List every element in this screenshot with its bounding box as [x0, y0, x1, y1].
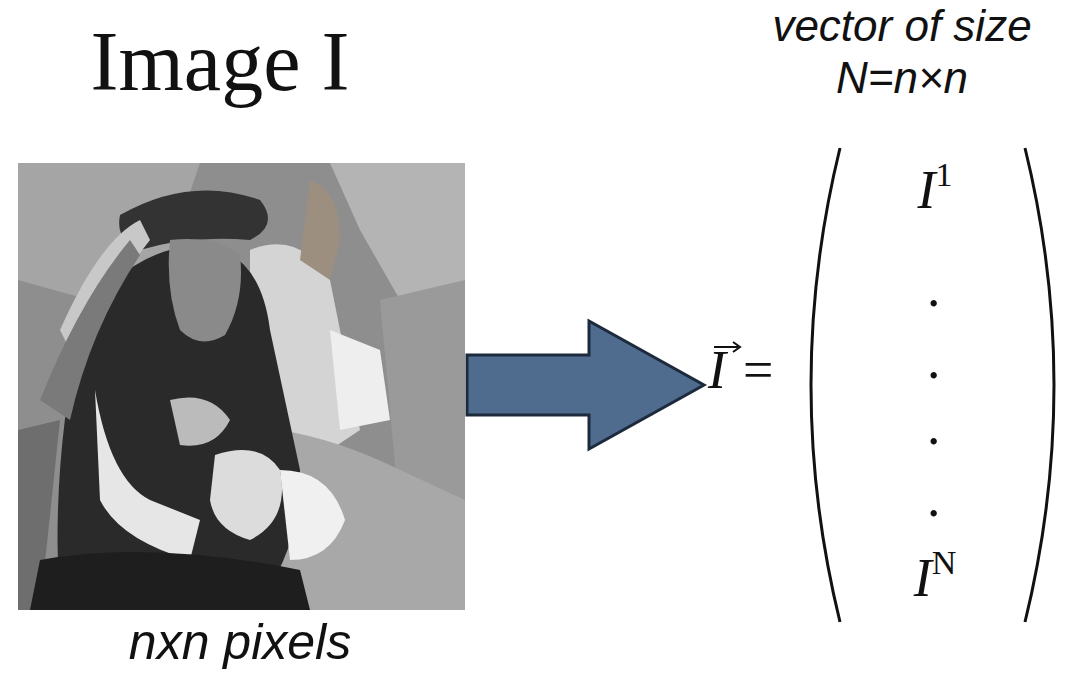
left-parenthesis	[811, 148, 840, 622]
vector-entry: I1	[865, 160, 1005, 220]
vector-symbol: I =	[708, 340, 794, 400]
block-arrow	[467, 321, 704, 449]
vector-entry: IN	[865, 548, 1005, 608]
vector-dot: .	[865, 396, 1005, 456]
arrow-shape	[467, 321, 704, 449]
vector-dot: .	[865, 330, 1005, 390]
image-caption: nxn pixels	[20, 612, 460, 672]
image-title: Image I	[20, 14, 420, 110]
vector-dot: .	[865, 258, 1005, 318]
vector-panel: vector of size N=n×n I = I1.... IN	[706, 0, 1082, 692]
vector-heading: vector of size N=n×n	[722, 0, 1082, 104]
vector-dot: .	[865, 468, 1005, 528]
right-parenthesis	[1025, 148, 1054, 622]
image-panel: Image I nxn pixels	[8, 8, 466, 692]
